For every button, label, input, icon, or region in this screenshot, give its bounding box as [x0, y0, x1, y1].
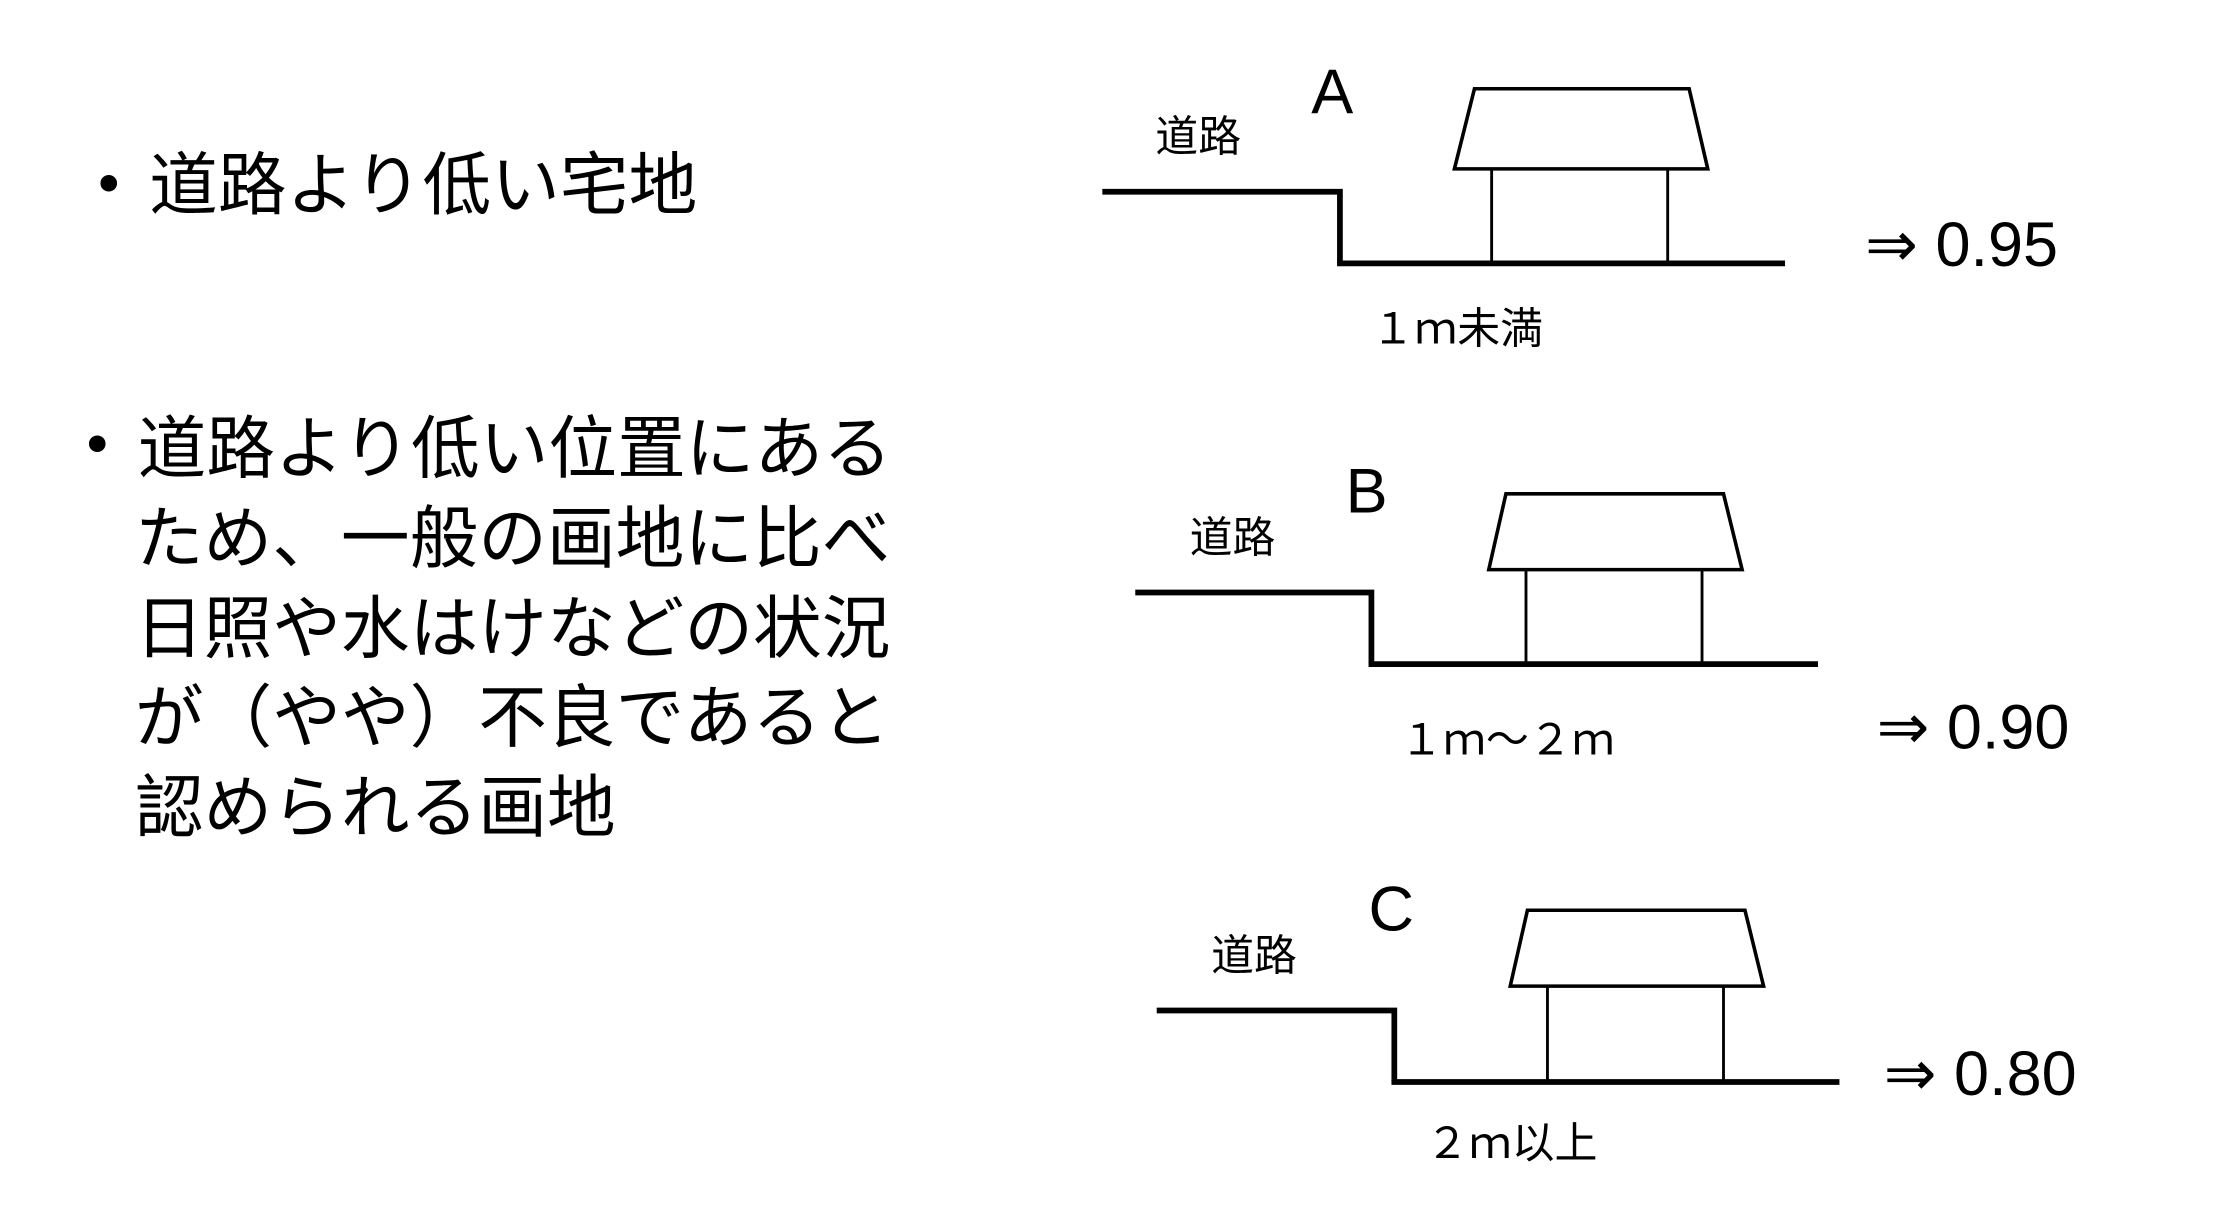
diagram-letter: B — [1346, 456, 1388, 526]
road-edge — [1156, 1007, 1398, 1083]
house-wall — [1546, 984, 1725, 1084]
road-label: 道路 — [1190, 513, 1276, 563]
bullet-text-line: 道路より低い位置にある — [138, 409, 892, 489]
bullet-text-line: ため、一般の画地に比べ — [135, 499, 891, 579]
house-wall — [1490, 167, 1670, 265]
result-value: ⇒ 0.80 — [1884, 1039, 2077, 1109]
road-edge — [1135, 589, 1375, 665]
diagram-letter: C — [1369, 874, 1414, 944]
road-label: 道路 — [1211, 931, 1297, 981]
diagram-a: A 道路 １ｍ未満 ⇒ 0.95 — [1102, 57, 2058, 354]
house-roof — [1508, 908, 1766, 988]
road-label: 道路 — [1155, 113, 1241, 163]
diagram-letter: A — [1311, 57, 1353, 127]
bullet-symbol: • — [92, 153, 126, 219]
bullet-text-line: が（やや）不良であると — [135, 678, 890, 758]
depth-label: ２ｍ以上 — [1426, 1119, 1598, 1169]
bullet-text: 道路より低い宅地 — [149, 146, 697, 226]
bullet-2: • 道路より低い位置にある ため、一般の画地に比べ 日照や水はけなどの状況 が（… — [80, 409, 891, 848]
bullet-text-line: 認められる画地 — [135, 769, 616, 849]
depth-label: １ｍ～２ｍ — [1400, 715, 1615, 765]
bullet-symbol: • — [80, 413, 114, 479]
bullet-text-line: 日照や水はけなどの状況 — [135, 590, 891, 670]
diagram-c: C 道路 ２ｍ以上 ⇒ 0.80 — [1156, 874, 2077, 1169]
house-wall — [1524, 568, 1704, 666]
bullet-1: • 道路より低い宅地 — [92, 146, 697, 226]
diagram-b: B 道路 １ｍ～２ｍ ⇒ 0.90 — [1135, 456, 2069, 765]
result-value: ⇒ 0.90 — [1877, 693, 2070, 763]
depth-label: １ｍ未満 — [1371, 304, 1543, 354]
house-roof — [1452, 86, 1711, 171]
house-roof — [1486, 491, 1745, 572]
result-value: ⇒ 0.95 — [1865, 210, 2058, 280]
road-edge — [1102, 188, 1343, 264]
